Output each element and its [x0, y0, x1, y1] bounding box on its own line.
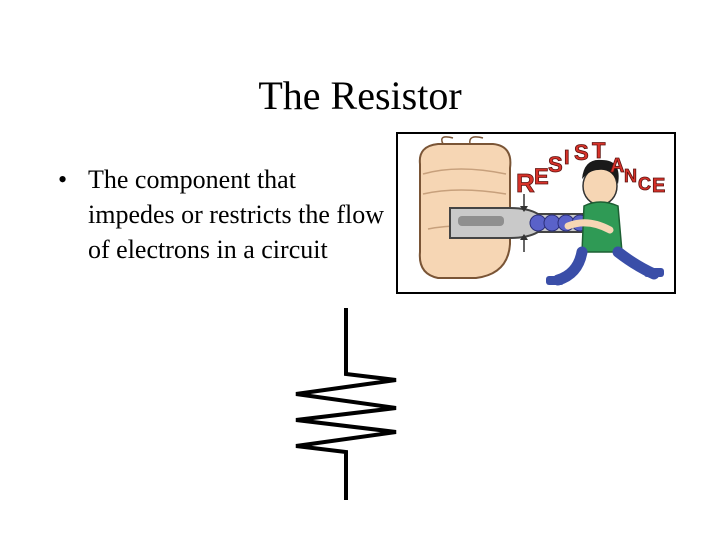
word-art-letter: E	[652, 175, 665, 197]
bullet-list: • The component that impedes or restrict…	[58, 162, 388, 267]
resistance-illustration: R E S I S T A N C E	[396, 132, 676, 294]
resistor-symbol-icon	[295, 308, 397, 500]
word-art-letter: C	[638, 174, 651, 194]
word-art-letter: T	[592, 138, 606, 163]
word-art-letter: I	[564, 147, 570, 169]
word-art-letter: S	[548, 152, 563, 177]
word-art-letter: E	[534, 164, 549, 189]
resistance-cartoon: R E S I S T A N C E	[418, 136, 666, 286]
slide-title: The Resistor	[258, 73, 462, 118]
bullet-text: The component that impedes or restricts …	[88, 165, 385, 264]
bullet-icon: •	[58, 165, 68, 194]
word-art-letter: A	[610, 155, 624, 177]
word-art-letter: R	[516, 168, 535, 198]
resistance-word-art: R E S I S T A N C E	[516, 138, 666, 199]
person-image	[546, 159, 664, 286]
bullet-item: • The component that impedes or restrict…	[58, 162, 388, 267]
word-art-letter: N	[624, 166, 637, 186]
word-art-letter: S	[574, 140, 589, 165]
